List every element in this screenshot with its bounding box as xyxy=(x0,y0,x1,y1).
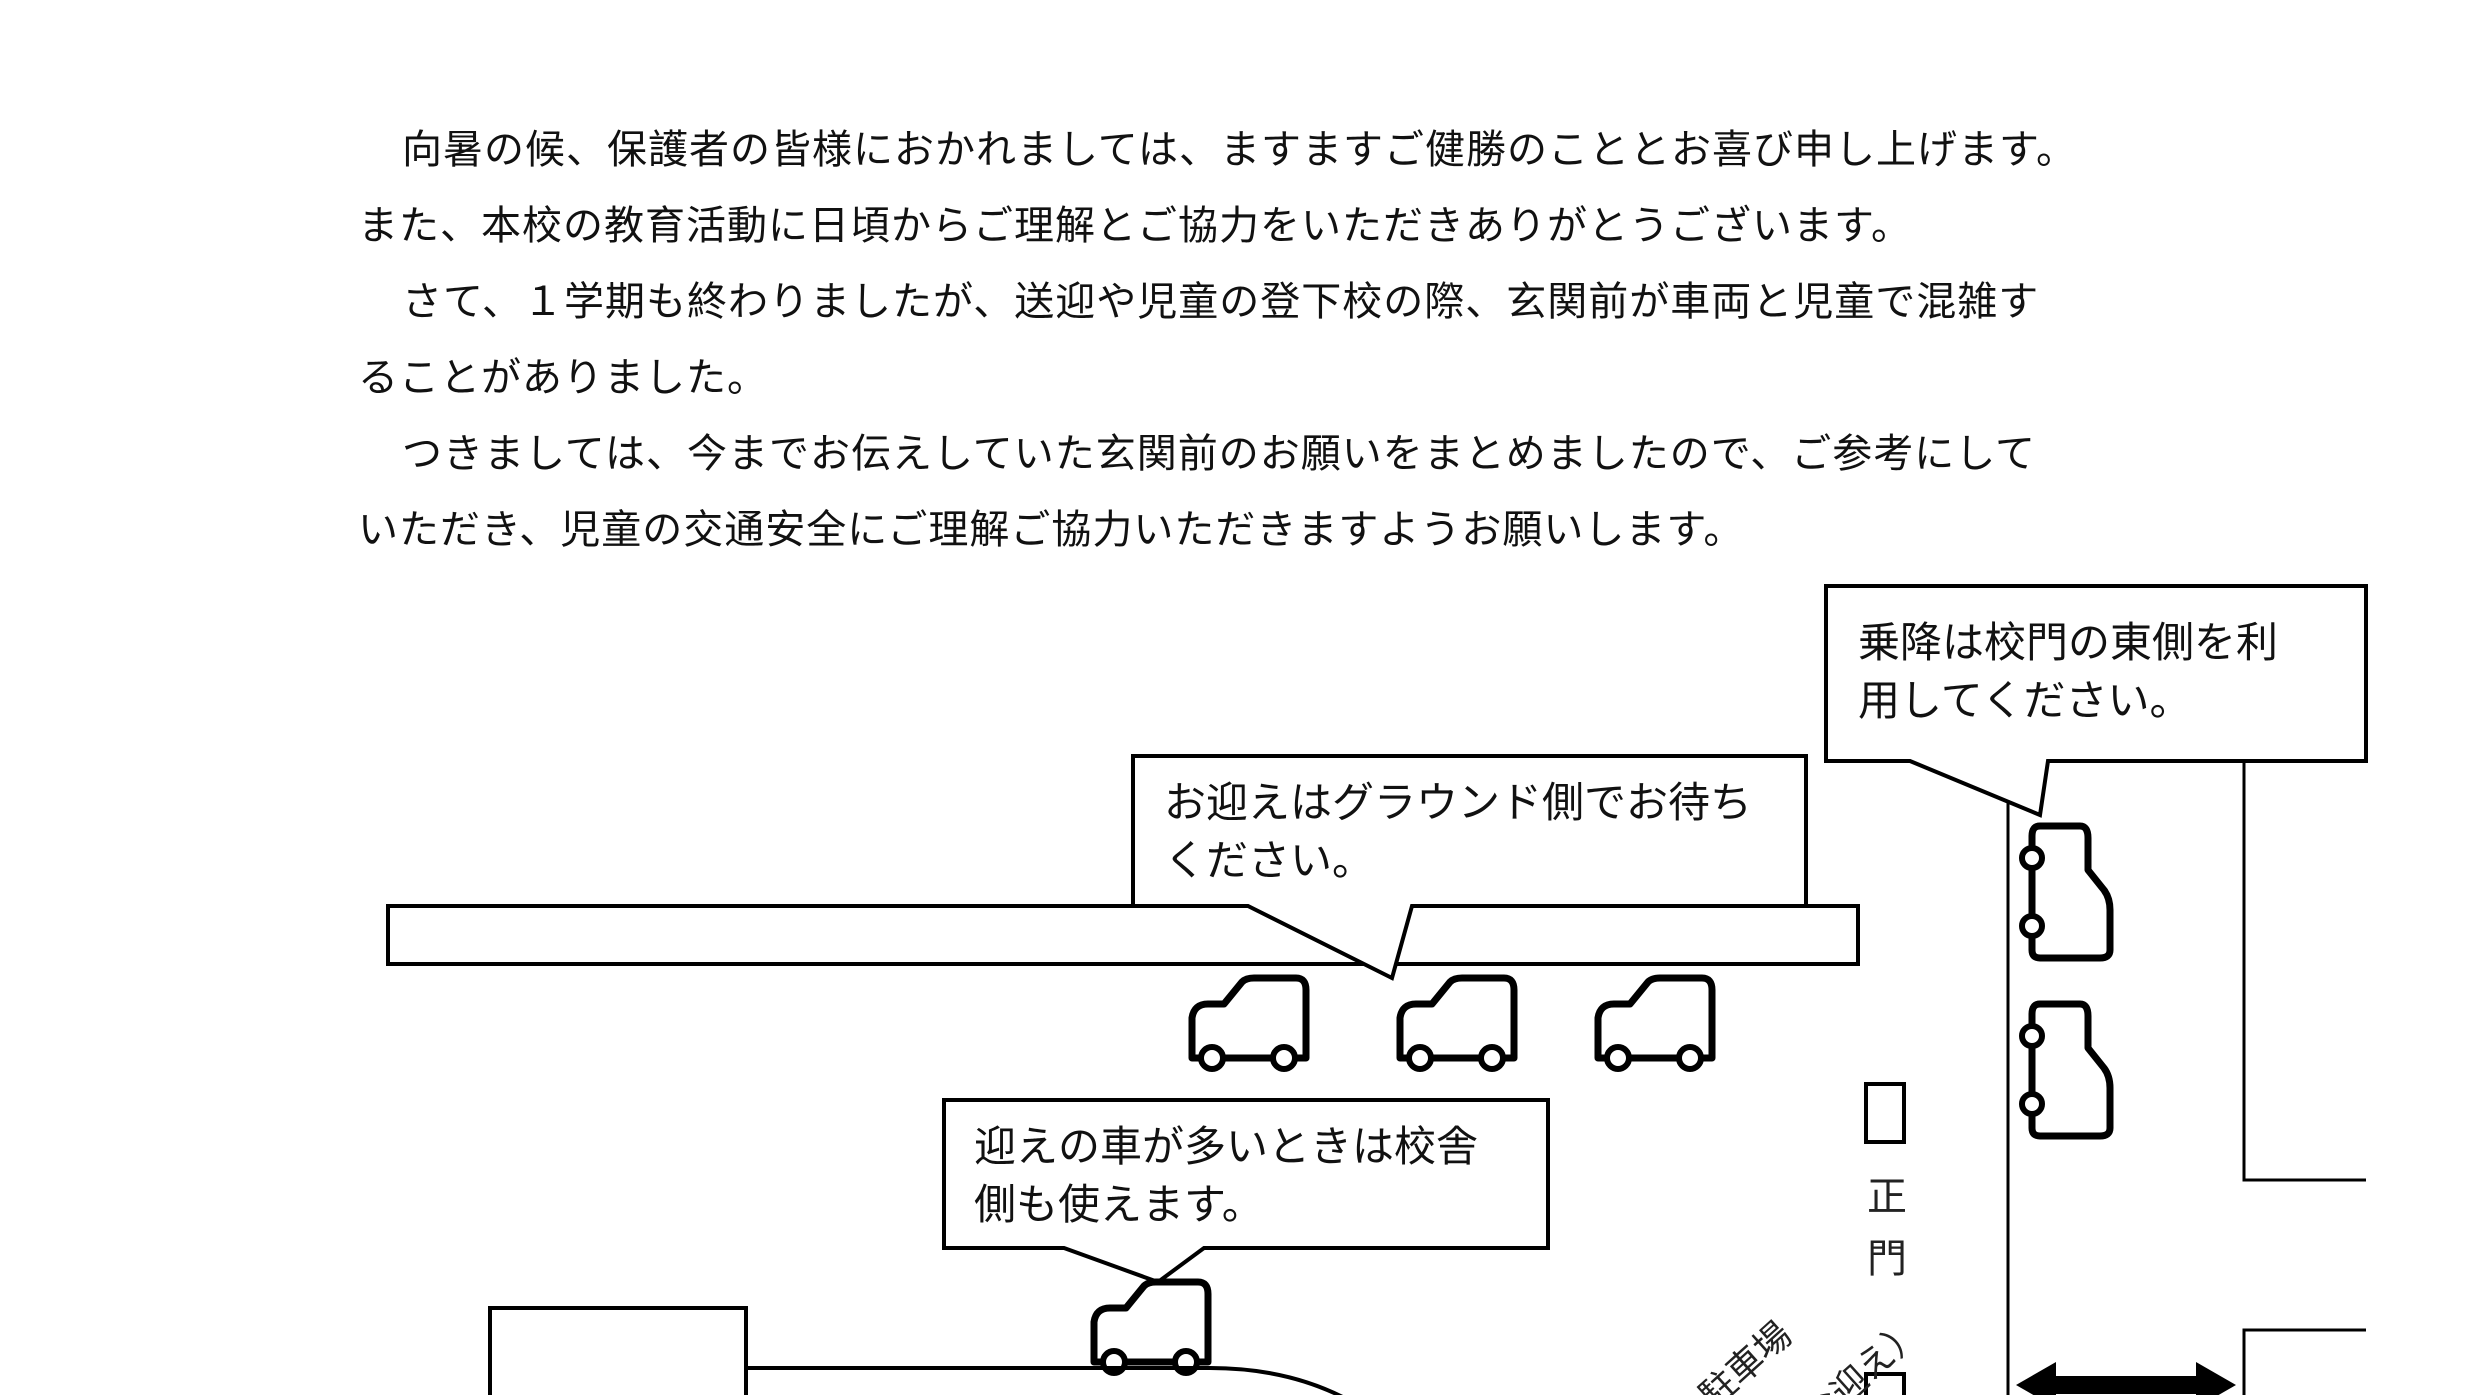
gate-post xyxy=(1864,1082,1906,1144)
paragraph-1-line-1: 向暑の候、保護者の皆様におかれましては、ますますご健勝のこととお喜び申し上げます… xyxy=(402,127,2077,173)
callout-east-gate xyxy=(1824,584,2368,818)
car-icon xyxy=(2022,826,2110,958)
east-block-upper xyxy=(2242,761,2366,1182)
car-icon xyxy=(1598,978,1712,1069)
paragraph-3-line-2: いただき、児童の交通安全にご理解ご協力いただきますようお願いします。 xyxy=(358,507,1745,553)
callout-ground-side-line-2: ください。 xyxy=(1164,836,1375,885)
callout-school-side-line-2: 側も使えます。 xyxy=(974,1180,1264,1229)
car-icon xyxy=(1192,978,1306,1069)
gate-label-char-2: 門 xyxy=(1867,1236,1907,1282)
callout-ground-side-line-1: お迎えはグラウンド側でお待ち xyxy=(1164,778,1753,827)
paragraph-3-line-1: つきましては、今までお伝えしていた玄関前のお願いをまとめましたので、ご参考にして xyxy=(402,431,2036,477)
car-icon xyxy=(2022,1004,2110,1136)
callout-ground-side xyxy=(1131,754,1808,981)
callout-school-side xyxy=(942,1098,1550,1285)
double-arrow-icon xyxy=(2016,1362,2236,1395)
east-block-lower xyxy=(2242,1328,2366,1395)
paragraph-1-line-2: また、本校の教育活動に日頃からご理解とご協力をいただきありがとうございます。 xyxy=(358,203,1912,249)
ground-side-building xyxy=(386,904,1860,966)
callout-school-side-text: 迎えの車が多いときは校舎 側も使えます。 xyxy=(974,1118,1478,1234)
gate-label-char-1: 正 xyxy=(1867,1174,1907,1220)
callout-ground-side-text: お迎えはグラウンド側でお待ち ください。 xyxy=(1164,774,1752,890)
car-icon xyxy=(1094,1282,1208,1373)
callout-east-gate-line-2: 用してください。 xyxy=(1858,676,2192,725)
paragraph-2-line-2: ることがありました。 xyxy=(358,355,768,401)
paragraph-2-line-1: さて、１学期も終わりましたが、送迎や児童の登下校の際、玄関前が車両と児童で混雑す xyxy=(402,279,2040,325)
car-icon xyxy=(1400,978,1514,1069)
callout-east-gate-line-1: 乗降は校門の東側を利 xyxy=(1858,618,2279,667)
gate-label: 正 門 xyxy=(1862,1166,1912,1290)
school-drive-curve xyxy=(746,1366,1343,1395)
letter-body: 向暑の候、保護者の皆様におかれましては、ますますご健勝のこととお喜び申し上げます… xyxy=(358,112,2168,568)
school-building xyxy=(488,1306,748,1395)
callout-school-side-line-1: 迎えの車が多いときは校舎 xyxy=(974,1122,1479,1171)
callout-east-gate-text: 乗降は校門の東側を利 用してください。 xyxy=(1858,614,2278,730)
gate-post xyxy=(1864,1372,1906,1395)
